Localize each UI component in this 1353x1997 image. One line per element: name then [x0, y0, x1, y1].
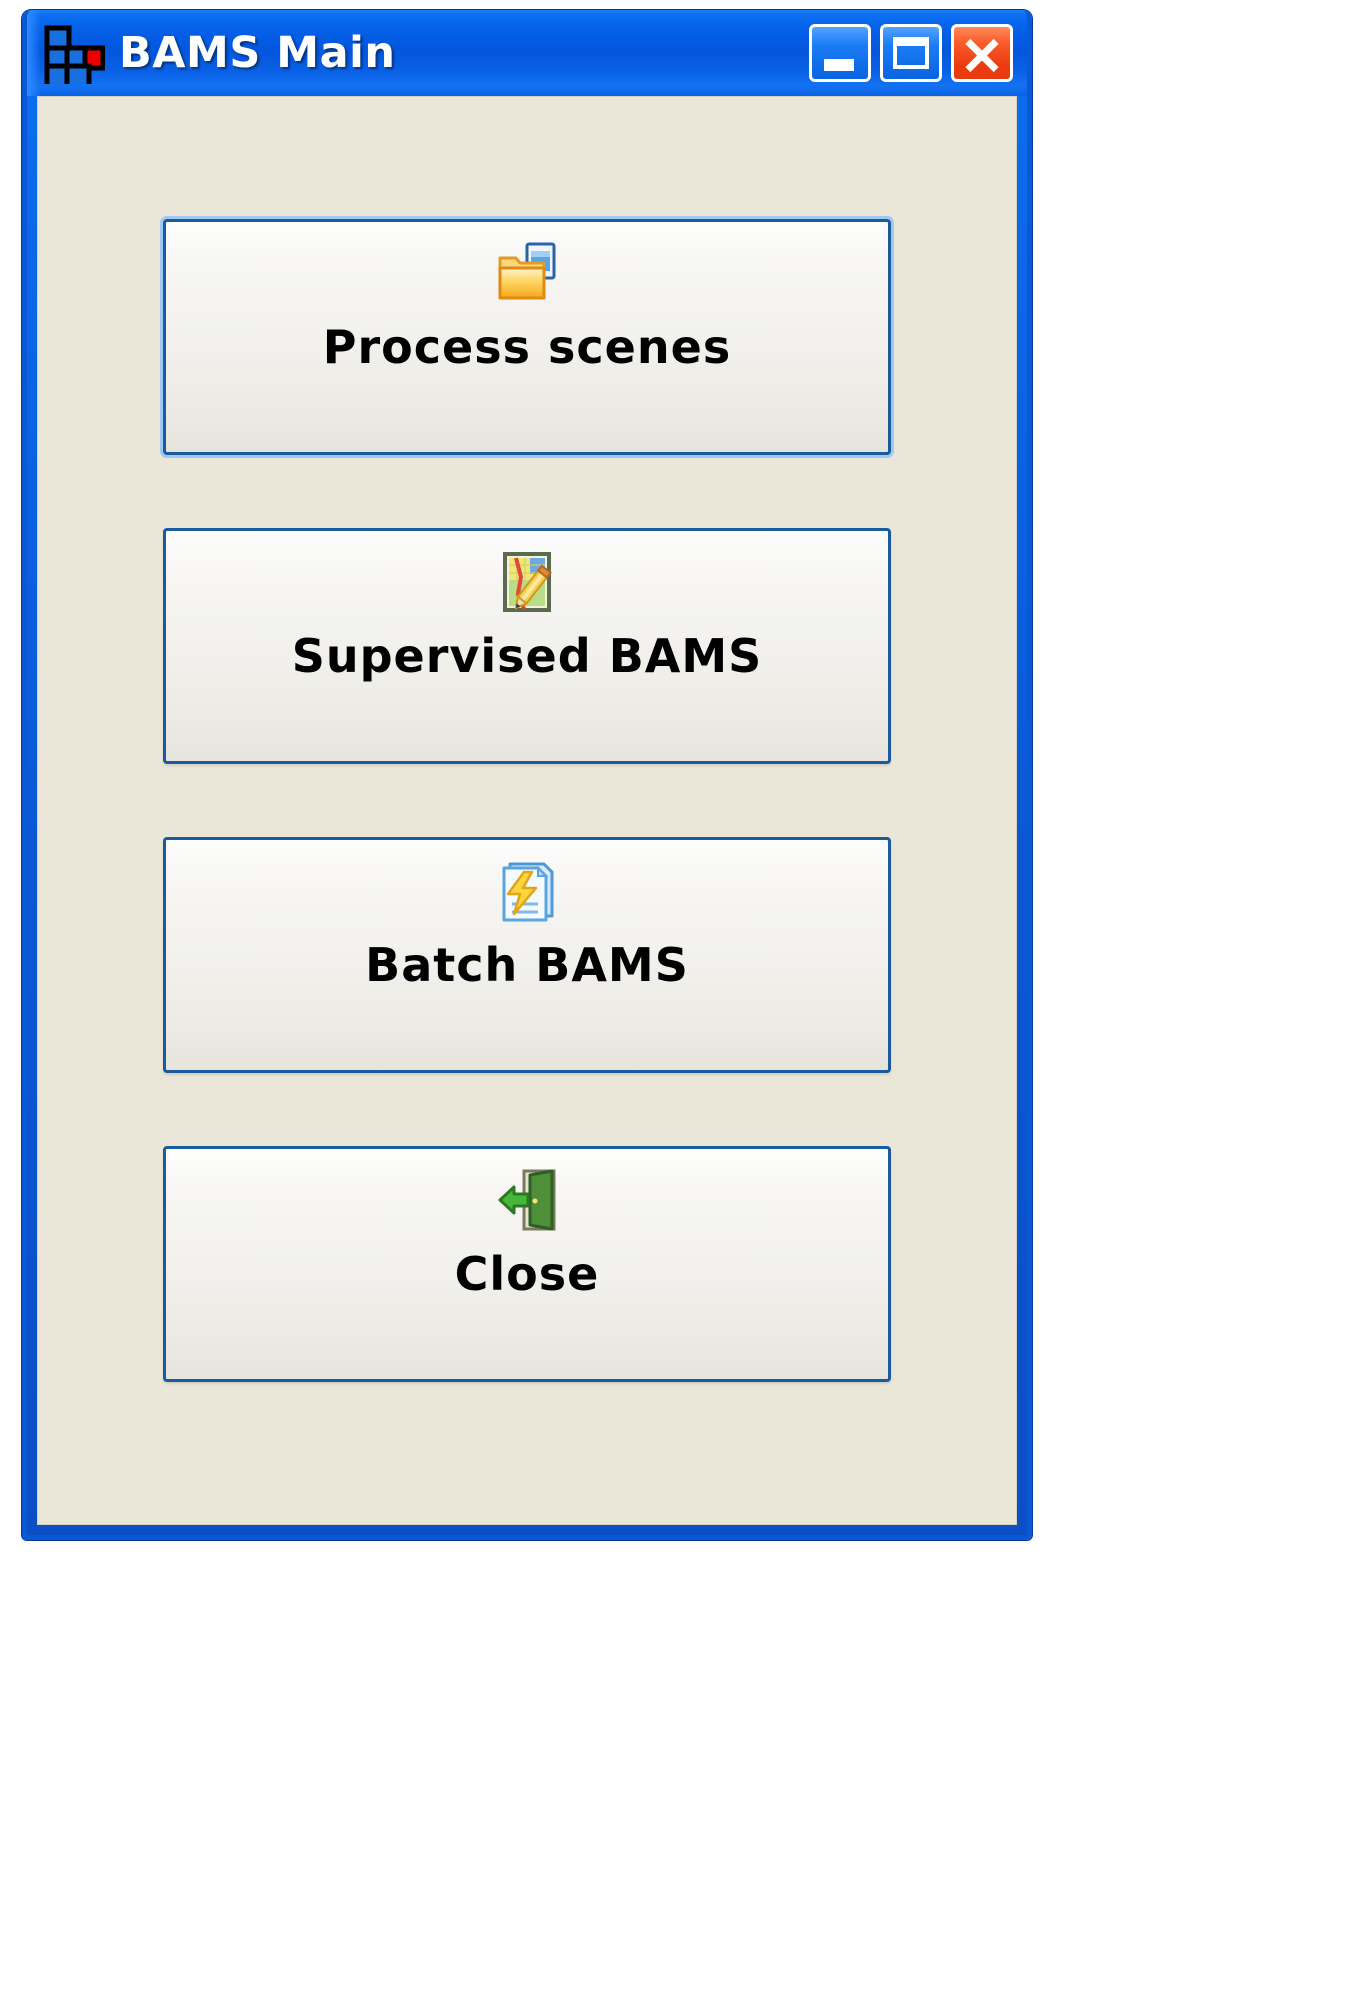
window-title: BAMS Main: [119, 27, 396, 78]
bams-grid-icon: [43, 22, 106, 91]
maximize-button[interactable]: [880, 24, 942, 82]
window-controls: [809, 24, 1013, 82]
minimize-icon: [824, 59, 854, 71]
minimize-button[interactable]: [809, 24, 871, 82]
folder-window-icon: [494, 240, 560, 306]
close-window-button[interactable]: [951, 24, 1013, 82]
process-scenes-label: Process scenes: [322, 320, 732, 374]
batch-bams-label: Batch BAMS: [365, 938, 689, 992]
process-scenes-button[interactable]: Process scenes: [163, 219, 891, 455]
exit-door-icon: [494, 1167, 560, 1233]
map-pencil-icon: [494, 549, 560, 615]
maximize-icon: [893, 37, 929, 69]
titlebar-gloss: [27, 10, 41, 96]
application-window: BAMS Main: [22, 10, 1032, 1540]
client-area: Process scenes: [37, 96, 1017, 1525]
title-bar[interactable]: BAMS Main: [27, 10, 1027, 96]
supervised-bams-label: Supervised BAMS: [291, 629, 763, 683]
close-button[interactable]: Close: [163, 1146, 891, 1382]
batch-bams-button[interactable]: Batch BAMS: [163, 837, 891, 1073]
document-lightning-icon: [494, 858, 560, 924]
close-label: Close: [454, 1247, 600, 1301]
button-stack: Process scenes: [38, 97, 1016, 1382]
supervised-bams-button[interactable]: Supervised BAMS: [163, 528, 891, 764]
